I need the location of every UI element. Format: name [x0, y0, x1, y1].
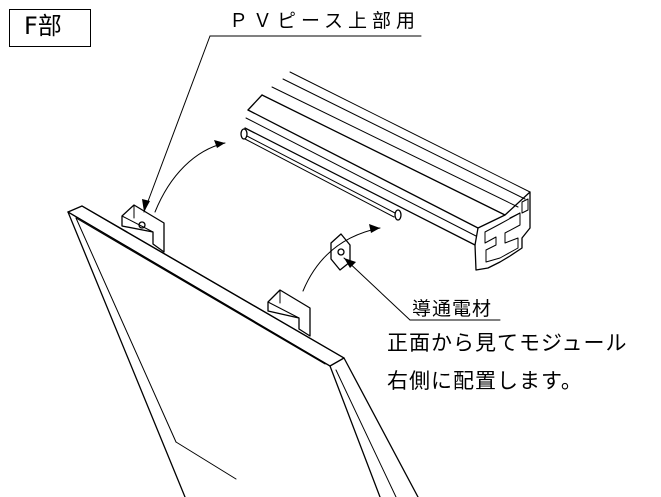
- part-leader: [142, 35, 422, 213]
- assembly-arrow-right: [302, 224, 381, 292]
- section-label: F部: [24, 12, 62, 40]
- pv-piece-callout: ＰＶピース上部用: [229, 10, 421, 32]
- placement-note-line-1: 正面から見てモジュール: [387, 331, 628, 355]
- pv-piece-right: [267, 289, 311, 337]
- assembly-arrow-left: [154, 140, 226, 213]
- pv-piece-left: [121, 204, 165, 253]
- rail-pin-right: [394, 209, 402, 221]
- conductive-material-callout: 導通電材: [412, 298, 493, 320]
- placement-note-line-2: 右側に配置します。: [387, 369, 583, 393]
- section-label-box: [9, 9, 91, 47]
- pv-module: [67, 205, 419, 497]
- rail-pin-left: [240, 128, 248, 140]
- material-leader: [343, 257, 501, 321]
- mounting-rail: [242, 71, 531, 271]
